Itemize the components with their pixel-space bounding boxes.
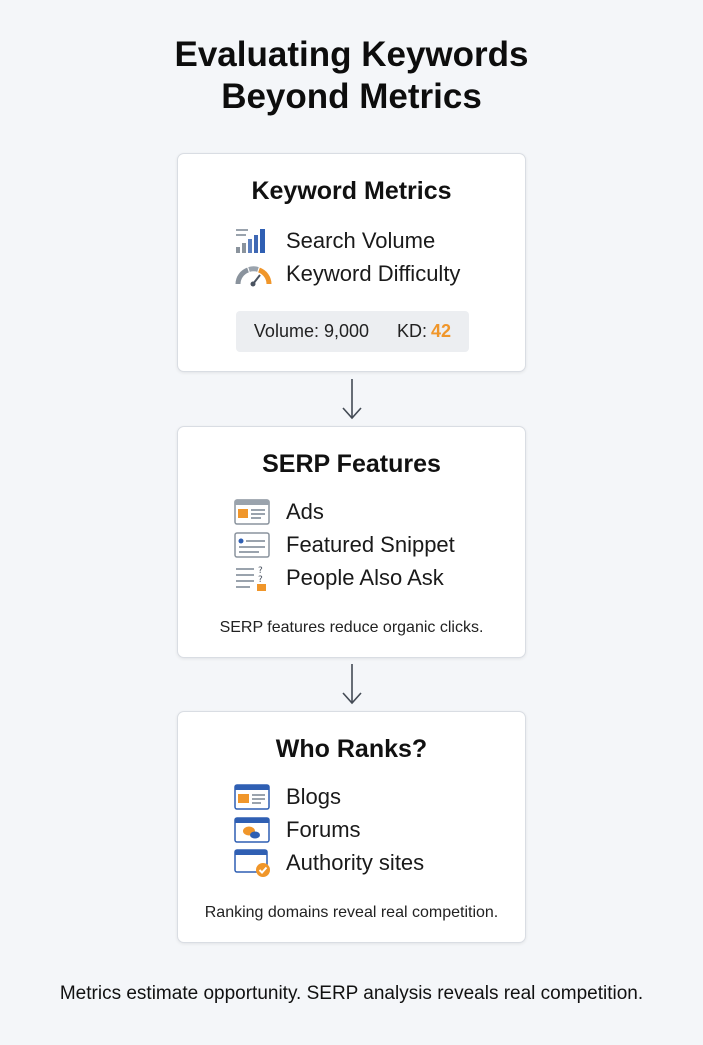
item-label: Featured Snippet	[286, 532, 455, 557]
list-item: Blogs	[234, 782, 341, 812]
kd-value: 42	[431, 321, 452, 341]
item-label: Ads	[286, 499, 324, 524]
item-label: Keyword Difficulty	[286, 261, 461, 286]
forum-window-icon	[234, 815, 272, 845]
bar-chart-icon	[234, 226, 272, 256]
card-note: SERP features reduce organic clicks.	[219, 619, 484, 636]
list-item: Featured Snippet	[234, 530, 455, 560]
list-item: Forums	[234, 815, 361, 845]
item-label: Search Volume	[286, 228, 436, 253]
page-title: Evaluating Keywords Beyond Metrics	[0, 34, 703, 118]
svg-text:?: ?	[258, 566, 263, 576]
metrics-summary-box: Volume: 9,000 KD: 42	[236, 311, 469, 352]
item-label: Authority sites	[286, 850, 425, 875]
card-note: Ranking domains reveal real competition.	[204, 904, 499, 921]
title-line-1: Evaluating Keywords	[174, 35, 529, 74]
serp-features-card: SERP Features Ads Featured Snippet	[177, 426, 526, 658]
list-item: Ads	[234, 497, 324, 527]
gauge-icon	[234, 259, 272, 289]
item-label: Blogs	[286, 784, 342, 809]
down-arrow-icon	[342, 379, 362, 420]
list-item: Keyword Difficulty	[234, 259, 460, 289]
ad-window-icon	[234, 497, 272, 527]
blog-window-icon	[234, 782, 272, 812]
card-title: SERP Features	[262, 450, 441, 478]
question-list-icon: ? ?	[234, 563, 272, 593]
authority-window-icon	[234, 848, 272, 878]
volume-value: Volume: 9,000	[253, 321, 370, 341]
kd-label: KD:	[397, 321, 428, 341]
who-ranks-card: Who Ranks? Blogs Forums	[177, 711, 526, 943]
down-arrow-icon	[342, 664, 362, 705]
keyword-metrics-card: Keyword Metrics Search Volume	[177, 153, 526, 372]
item-label: People Also Ask	[286, 565, 444, 590]
snippet-window-icon	[234, 530, 272, 560]
list-item: Authority sites	[234, 848, 424, 878]
list-item: ? ? People Also Ask	[234, 563, 444, 593]
item-label: Forums	[286, 817, 361, 842]
card-title: Who Ranks?	[275, 735, 428, 763]
svg-text:?: ?	[258, 575, 263, 585]
footer-caption: Metrics estimate opportunity. SERP analy…	[59, 983, 644, 1004]
card-title: Keyword Metrics	[251, 177, 452, 205]
title-line-2: Beyond Metrics	[221, 77, 482, 116]
list-item: Search Volume	[234, 226, 435, 256]
